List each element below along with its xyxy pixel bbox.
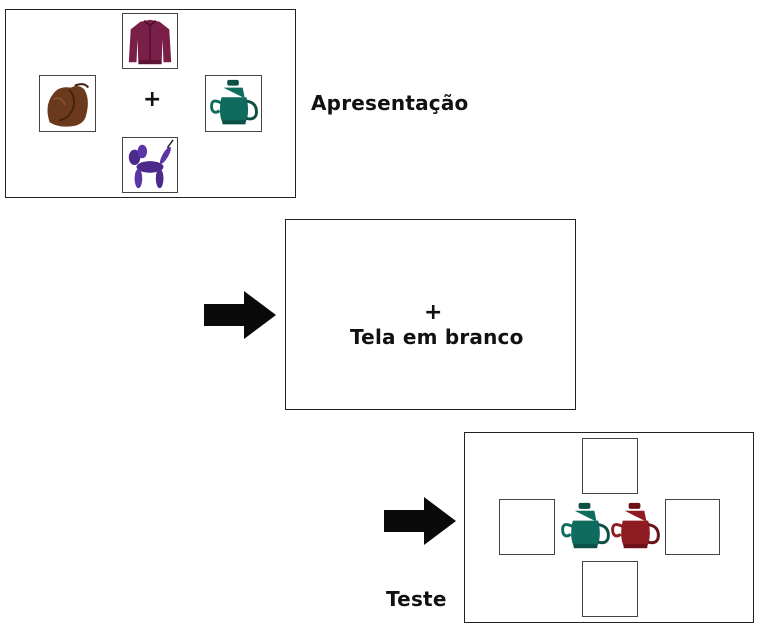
arrow-right-icon (384, 497, 456, 545)
teapot-icon (206, 76, 261, 131)
red-teapot-icon (607, 499, 663, 555)
blank-screen-panel: + Tela em branco (285, 219, 576, 410)
balloon-dog-icon (123, 138, 177, 192)
blank-screen-label: Tela em branco (350, 325, 524, 349)
jacket-icon (123, 14, 177, 68)
test-label: Teste (386, 587, 447, 611)
arrow-right-icon (204, 291, 276, 339)
jacket-stimulus (122, 13, 178, 69)
fixation-cross: + (424, 302, 442, 324)
empty-slot-bottom (582, 561, 638, 617)
presentation-panel: + (5, 9, 296, 198)
empty-slot-right (665, 499, 720, 555)
teal-teapot-icon (557, 499, 613, 555)
empty-slot-left (499, 499, 555, 555)
balloon-dog-stimulus (122, 137, 178, 193)
presentation-label: Apresentação (311, 91, 468, 115)
fixation-cross: + (143, 89, 161, 111)
test-panel (464, 432, 754, 623)
sack-stimulus (39, 75, 96, 132)
teapot-stimulus (205, 75, 262, 132)
empty-slot-top (582, 438, 638, 494)
sack-icon (40, 76, 95, 131)
